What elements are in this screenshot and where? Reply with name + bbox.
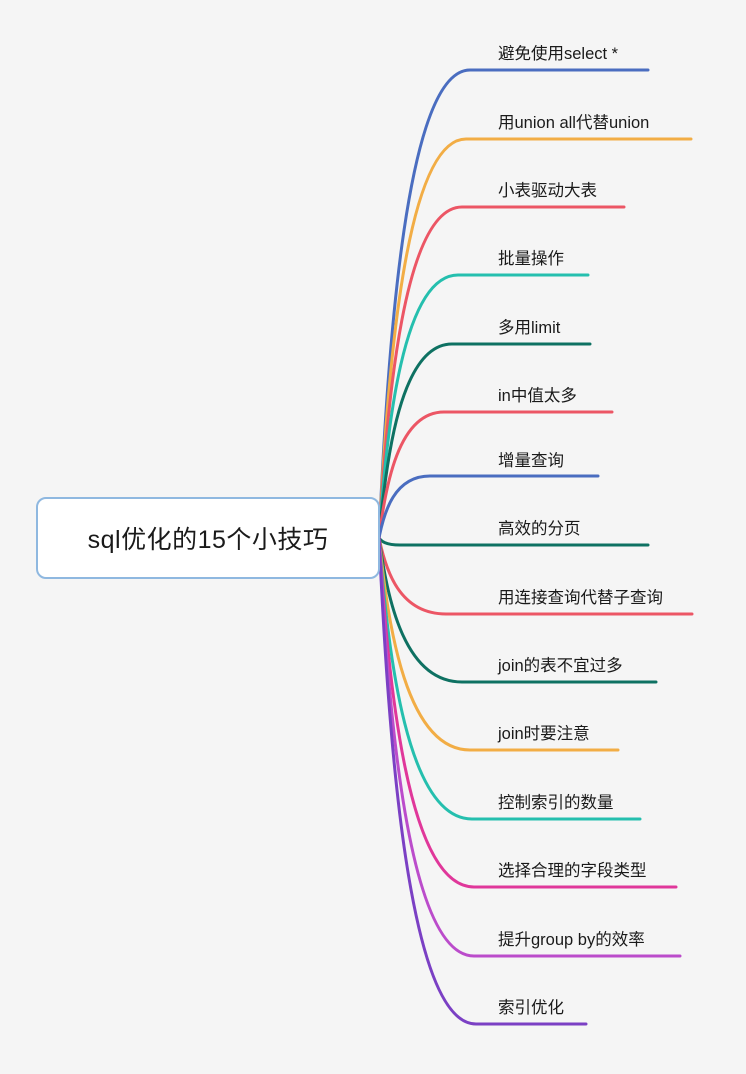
branch-label[interactable]: 高效的分页 [498,520,581,538]
branch-label[interactable]: 多用limit [498,319,561,337]
branch-label[interactable]: join的表不宜过多 [498,657,623,675]
branch-connector [377,536,650,547]
branch-label[interactable]: 用union all代替union [498,114,650,132]
branch-label[interactable]: join时要注意 [498,725,590,743]
branch-label[interactable]: 批量操作 [498,250,564,268]
branch-label[interactable]: 用连接查询代替子查询 [498,589,663,607]
branch-label[interactable]: 避免使用select * [498,45,619,63]
branch-connector [377,536,620,752]
branch-connector [377,273,590,540]
branch-label[interactable]: 增量查询 [498,452,564,470]
branch-label[interactable]: 控制索引的数量 [498,794,614,812]
branch-label[interactable]: 选择合理的字段类型 [498,862,647,880]
central-node[interactable]: sql优化的15个小技巧 [36,497,380,579]
central-node-label: sql优化的15个小技巧 [87,526,329,554]
branch-connector [377,536,588,1026]
branch-label[interactable]: 索引优化 [498,999,564,1017]
branch-connector [377,536,642,821]
branch-label[interactable]: in中值太多 [498,387,577,405]
branch-label[interactable]: 提升group by的效率 [498,931,645,949]
branch-connector [377,342,592,540]
branch-label[interactable]: 小表驱动大表 [498,182,597,200]
